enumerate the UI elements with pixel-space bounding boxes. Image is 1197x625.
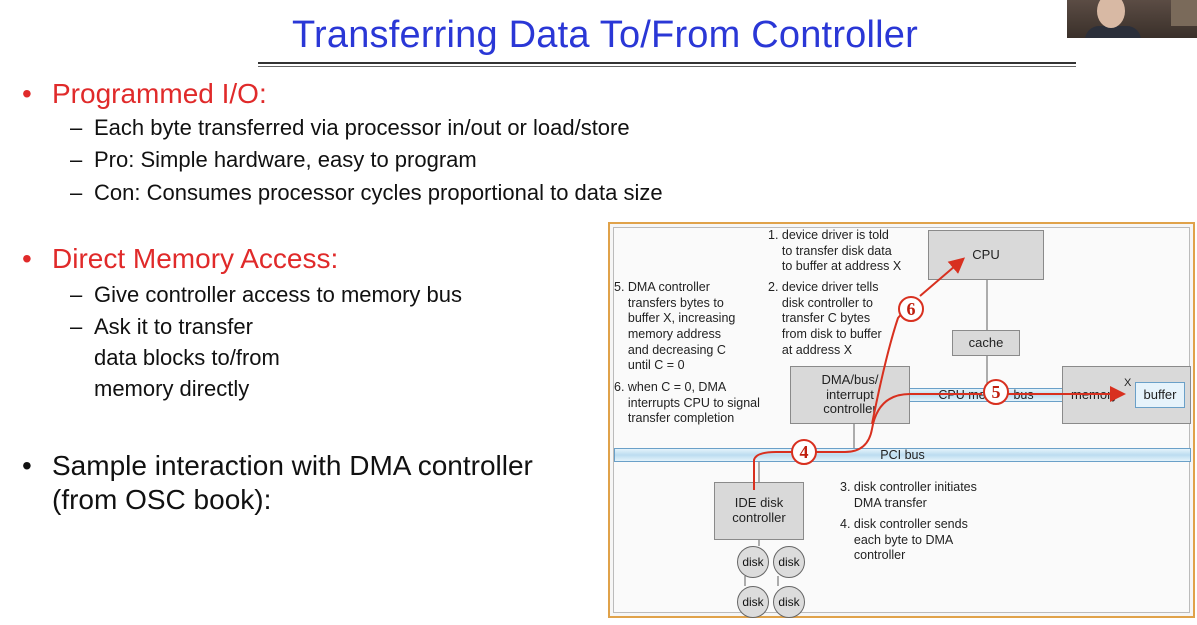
step-2-note: 2. device driver tells disk controller t… [768, 280, 882, 357]
cache-box: cache [952, 330, 1020, 356]
pci-bus: PCI bus [614, 448, 1191, 462]
bullet-label: Sample interaction with DMA controller [52, 450, 533, 481]
sub-bullet-text: Each byte transferred via processor in/o… [94, 115, 630, 140]
address-x-label: X [1124, 377, 1132, 389]
bullet-programmed-io: •Programmed I/O: [22, 78, 267, 109]
annotation-arrows [753, 257, 1126, 490]
dma-controller-box: DMA/bus/ interrupt controller [790, 366, 910, 424]
sub-bullet-continuation: data blocks to/from [94, 345, 280, 370]
background-shape [1171, 0, 1197, 26]
step-5-note: 5. DMA controller transfers bytes to buf… [614, 280, 736, 373]
disk-icon: disk [737, 586, 769, 618]
bullet-continuation: (from OSC book): [52, 484, 272, 515]
step-3-note: 3. disk controller initiates DMA transfe… [840, 480, 977, 510]
sub-bullet: –Con: Consumes processor cycles proporti… [70, 180, 663, 205]
step-marker-6: 6 [898, 296, 924, 322]
dma-label: DMA/bus/ [821, 371, 879, 387]
presenter-face [1097, 0, 1125, 28]
webcam-thumbnail [1067, 0, 1197, 38]
sub-bullet: –Each byte transferred via processor in/… [70, 115, 630, 140]
annotation-path-6 [871, 303, 911, 425]
sub-bullet: –Give controller access to memory bus [70, 282, 463, 307]
sub-bullet-text: Con: Consumes processor cycles proportio… [94, 180, 663, 205]
cpu-label: CPU [972, 246, 1000, 262]
annotation-path-4 [753, 451, 795, 490]
title-rule [258, 62, 1076, 64]
sub-bullet: –Pro: Simple hardware, easy to program [70, 147, 477, 172]
bullet-label: Direct Memory Access: [52, 243, 339, 274]
pci-bus-label: PCI bus [880, 448, 925, 462]
step-marker-5: 5 [983, 379, 1009, 405]
dma-label: controller [823, 401, 877, 417]
dma-label: interrupt [826, 386, 874, 402]
title-rule-thin [258, 66, 1076, 67]
sub-bullet-text: Give controller access to memory bus [94, 282, 463, 307]
buffer-box: buffer [1135, 382, 1185, 408]
connector-lines [744, 280, 988, 586]
sub-bullet-text: Ask it to transfer [94, 314, 253, 339]
sub-bullet-text: Pro: Simple hardware, easy to program [94, 147, 477, 172]
slide-title: Transferring Data To/From Controller [292, 14, 918, 56]
step-6-note: 6. when C = 0, DMA interrupts CPU to sig… [614, 380, 760, 426]
sub-bullet-continuation: memory directly [94, 376, 250, 401]
step-4-note: 4. disk controller sends each byte to DM… [840, 517, 968, 563]
disk-icon: disk [737, 546, 769, 578]
ide-controller-box: IDE disk controller [714, 482, 804, 540]
ide-label: controller [732, 510, 786, 525]
sub-bullet: –Ask it to transfer [70, 314, 253, 339]
step-marker-4: 4 [791, 439, 817, 465]
dma-diagram: 1. device driver is told to transfer dis… [608, 222, 1195, 618]
bullet-dma: •Direct Memory Access: [22, 243, 339, 274]
buffer-label: buffer [1143, 386, 1177, 402]
annotation-path-4-5 [815, 393, 982, 453]
annotation-arrow-to-cpu [919, 257, 966, 297]
ide-label: IDE disk [734, 495, 784, 511]
disk-icon: disk [773, 546, 805, 578]
bullet-label: Programmed I/O: [52, 78, 267, 109]
presenter-body [1085, 26, 1141, 38]
cache-label: cache [968, 334, 1004, 350]
step-1-note: 1. device driver is told to transfer dis… [768, 228, 902, 274]
bullet-sample: •Sample interaction with DMA controller [22, 450, 533, 481]
disk-icon: disk [773, 586, 805, 618]
